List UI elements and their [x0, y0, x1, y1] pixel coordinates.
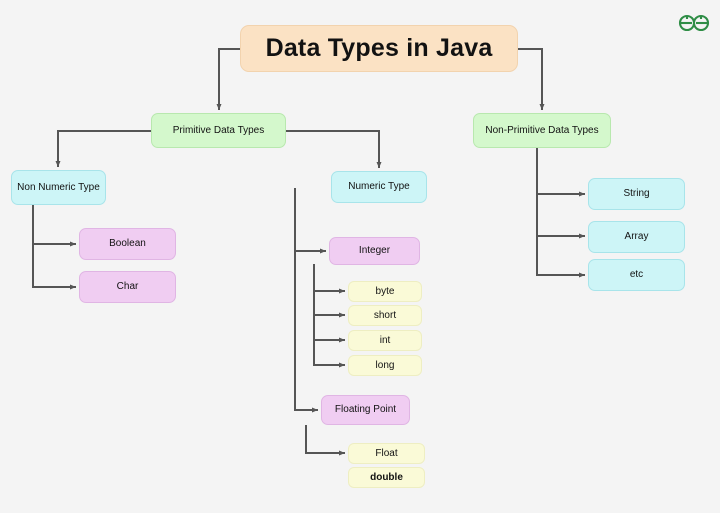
edge-numeric-to-floatingpoint	[294, 188, 318, 413]
geeksforgeeks-logo-icon	[678, 14, 710, 32]
node-etc: etc	[588, 259, 685, 291]
node-byte: byte	[348, 281, 422, 302]
node-char: Char	[79, 271, 176, 303]
node-floating-point: Floating Point	[321, 395, 410, 425]
edge-title-to-nonprimitive	[518, 48, 545, 110]
node-boolean: Boolean	[79, 228, 176, 260]
node-short: short	[348, 305, 422, 326]
edge-primitive-to-nonnumeric	[55, 130, 151, 167]
node-string: String	[588, 178, 685, 210]
node-primitive-data-types: Primitive Data Types	[151, 113, 286, 148]
node-title: Data Types in Java	[240, 25, 518, 72]
node-non-numeric-type: Non Numeric Type	[11, 170, 106, 205]
node-numeric-type: Numeric Type	[331, 171, 427, 203]
node-int: int	[348, 330, 422, 351]
edge-nonnumeric-to-char	[32, 205, 76, 290]
node-non-primitive-data-types: Non-Primitive Data Types	[473, 113, 611, 148]
node-integer: Integer	[329, 237, 420, 265]
edge-integer-to-long	[313, 264, 345, 368]
edge-primitive-to-numeric	[286, 130, 382, 168]
edge-title-to-primitive	[216, 48, 240, 110]
node-double: double	[348, 467, 425, 488]
node-long: long	[348, 355, 422, 376]
edge-nonprimitive-to-etc	[536, 148, 585, 278]
edge-floatingpoint-to-float	[305, 425, 345, 456]
node-array: Array	[588, 221, 685, 253]
node-float: Float	[348, 443, 425, 464]
